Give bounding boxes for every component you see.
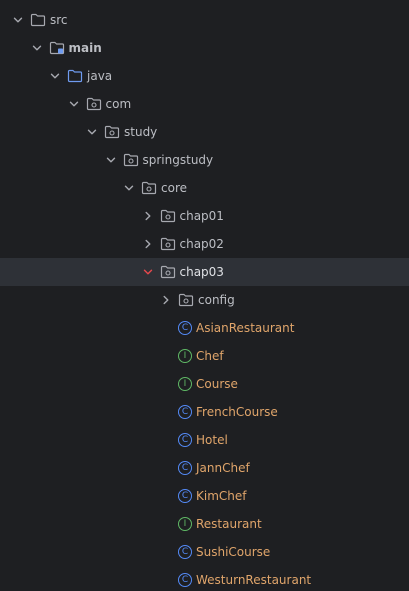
package-icon	[160, 236, 176, 252]
folder-icon	[30, 12, 46, 28]
tree-item-label: FrenchCourse	[196, 405, 278, 419]
tree-item-label: Course	[196, 377, 238, 391]
class-icon: C	[178, 461, 192, 475]
tree-item-chap02[interactable]: chap02	[0, 230, 409, 258]
chevron-down-icon[interactable]	[103, 152, 119, 168]
tree-item-core[interactable]: core	[0, 174, 409, 202]
tree-item-label: main	[68, 41, 102, 55]
chevron-down-icon[interactable]	[84, 124, 100, 140]
interface-icon: I	[178, 377, 192, 391]
tree-item-config[interactable]: config	[0, 286, 409, 314]
tree-item-restaurant[interactable]: I Restaurant	[0, 510, 409, 538]
source-folder-icon	[67, 68, 83, 84]
tree-item-label: study	[124, 125, 158, 139]
tree-item-label: java	[87, 69, 113, 83]
chevron-down-icon[interactable]	[47, 68, 63, 84]
package-icon	[104, 124, 120, 140]
tree-item-label: chap01	[179, 209, 224, 223]
tree-item-chap03[interactable]: chap03	[0, 258, 409, 286]
tree-item-label: chap03	[179, 265, 224, 279]
tree-item-study[interactable]: study	[0, 118, 409, 146]
tree-item-label: springstudy	[142, 153, 214, 167]
tree-item-com[interactable]: com	[0, 90, 409, 118]
package-icon	[141, 180, 157, 196]
tree-item-chef[interactable]: I Chef	[0, 342, 409, 370]
chevron-down-icon[interactable]	[10, 12, 26, 28]
class-icon: C	[178, 405, 192, 419]
tree-item-main[interactable]: main	[0, 34, 409, 62]
package-icon	[86, 96, 102, 112]
tree-item-springstudy[interactable]: springstudy	[0, 146, 409, 174]
package-icon	[160, 264, 176, 280]
chevron-down-icon[interactable]	[121, 180, 137, 196]
class-icon: C	[178, 433, 192, 447]
tree-item-label: com	[105, 97, 132, 111]
tree-item-asianrestaurant[interactable]: C AsianRestaurant	[0, 314, 409, 342]
package-icon	[160, 208, 176, 224]
tree-item-label: AsianRestaurant	[196, 321, 295, 335]
chevron-down-icon[interactable]	[140, 264, 156, 280]
tree-item-label: Restaurant	[196, 517, 262, 531]
tree-item-src[interactable]: src	[0, 6, 409, 34]
tree-item-label: config	[198, 293, 235, 307]
tree-item-hotel[interactable]: C Hotel	[0, 426, 409, 454]
class-icon: C	[178, 489, 192, 503]
tree-item-label: JannChef	[196, 461, 250, 475]
tree-item-label: Chef	[196, 349, 224, 363]
tree-item-chap01[interactable]: chap01	[0, 202, 409, 230]
tree-item-label: Hotel	[196, 433, 228, 447]
tree-item-label: SushiCourse	[196, 545, 271, 559]
tree-item-label: core	[161, 181, 187, 195]
tree-item-sushicourse[interactable]: C SushiCourse	[0, 538, 409, 566]
module-folder-icon	[49, 40, 65, 56]
tree-item-frenchcourse[interactable]: C FrenchCourse	[0, 398, 409, 426]
tree-item-westurnrestaurant[interactable]: C WesturnRestaurant	[0, 566, 409, 591]
chevron-right-icon[interactable]	[158, 292, 174, 308]
tree-item-jannchef[interactable]: C JannChef	[0, 454, 409, 482]
chevron-down-icon[interactable]	[29, 40, 45, 56]
tree-item-course[interactable]: I Course	[0, 370, 409, 398]
interface-icon: I	[178, 517, 192, 531]
tree-item-label: chap02	[179, 237, 224, 251]
package-icon	[123, 152, 139, 168]
interface-icon: I	[178, 349, 192, 363]
tree-item-kimchef[interactable]: C KimChef	[0, 482, 409, 510]
package-icon	[178, 292, 194, 308]
tree-item-java[interactable]: java	[0, 62, 409, 90]
class-icon: C	[178, 321, 192, 335]
chevron-right-icon[interactable]	[140, 236, 156, 252]
chevron-right-icon[interactable]	[140, 208, 156, 224]
class-icon: C	[178, 573, 192, 587]
class-icon: C	[178, 545, 192, 559]
chevron-down-icon[interactable]	[66, 96, 82, 112]
tree-item-label: src	[50, 13, 68, 27]
tree-item-label: KimChef	[196, 489, 247, 503]
tree-item-label: WesturnRestaurant	[196, 573, 312, 587]
